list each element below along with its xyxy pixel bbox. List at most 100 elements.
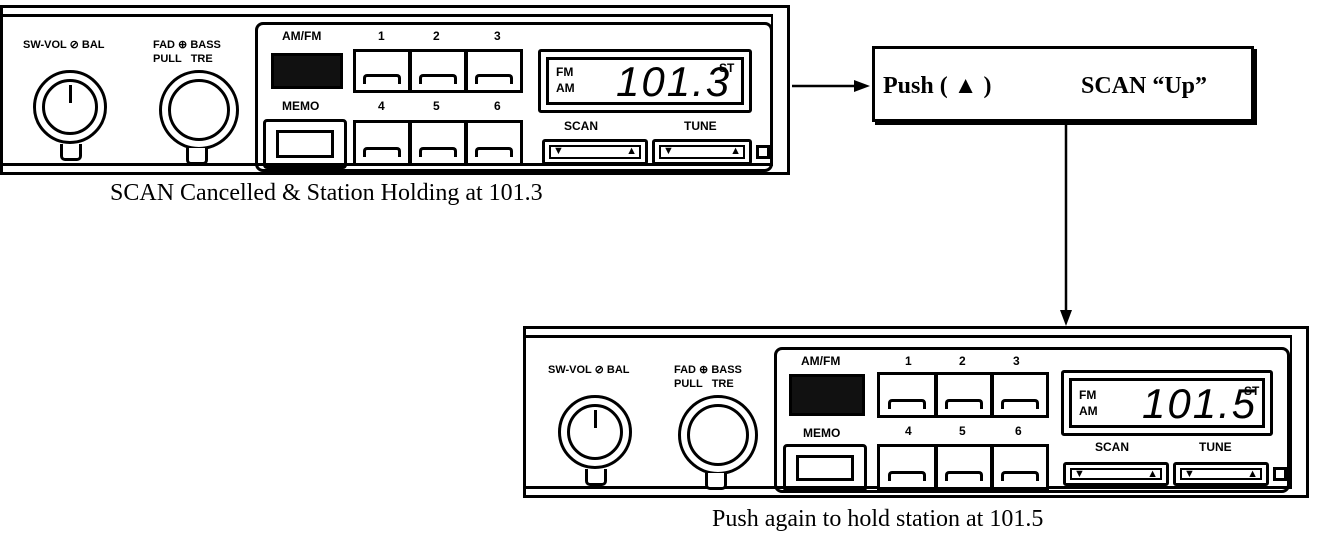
volume-knob-indicator — [69, 85, 72, 103]
memo-button[interactable] — [783, 444, 867, 492]
memo-label: MEMO — [282, 99, 320, 113]
tune-down-icon[interactable]: ▼ — [663, 145, 674, 157]
display-window — [546, 57, 744, 105]
tune-rocker[interactable]: ▼ ▲ — [1173, 462, 1269, 486]
amfm-button[interactable] — [789, 374, 865, 416]
preset-5-button[interactable] — [935, 444, 993, 490]
pull-tre-label: PULL TRE — [153, 53, 213, 65]
stereo-indicator: ST — [719, 61, 735, 75]
stereo-indicator: ST — [1244, 384, 1260, 398]
band-fm: FM — [1079, 388, 1097, 402]
callout-box: Push ( ▲ ) SCAN “Up” — [872, 46, 1254, 122]
caption-bottom: Push again to hold station at 101.5 — [712, 506, 1044, 532]
volume-knob[interactable] — [558, 395, 632, 469]
memo-label: MEMO — [803, 426, 841, 440]
scan-down-icon[interactable]: ▼ — [1074, 468, 1085, 480]
preset-4-nub — [363, 147, 401, 157]
preset-3-label: 3 — [1013, 354, 1020, 368]
preset-3-nub — [475, 74, 513, 84]
tune-rocker-face — [1180, 468, 1262, 480]
volume-knob[interactable] — [33, 70, 107, 144]
frequency-readout: 101.5 — [1142, 380, 1258, 427]
tune-rocker-face — [659, 145, 745, 159]
preset-4-button[interactable] — [877, 444, 937, 490]
preset-2-nub — [945, 399, 983, 409]
scan-rocker-face — [1070, 468, 1162, 480]
scan-rocker[interactable]: ▼ ▲ — [1063, 462, 1169, 486]
preset-1-label: 1 — [905, 354, 912, 368]
scan-label: SCAN — [1095, 440, 1130, 454]
preset-3-button[interactable] — [465, 49, 523, 93]
vol-bal-label: SW-VOL ⊘ BAL — [23, 39, 105, 51]
preset-3-button[interactable] — [991, 372, 1049, 418]
tune-down-icon[interactable]: ▼ — [1184, 468, 1195, 480]
preset-5-nub — [419, 147, 457, 157]
tune-up-icon[interactable]: ▲ — [1247, 468, 1258, 480]
frequency-display: FM AM 101.3 ST — [538, 49, 752, 113]
preset-5-label: 5 — [959, 424, 966, 438]
preset-4-nub — [887, 471, 927, 481]
preset-1-nub — [363, 74, 401, 84]
preset-2-button[interactable] — [409, 49, 467, 93]
scan-rocker-face — [549, 145, 641, 159]
tune-up-icon[interactable]: ▲ — [730, 145, 741, 157]
memo-button[interactable] — [263, 119, 347, 169]
preset-5-nub — [945, 471, 983, 481]
scan-up-icon[interactable]: ▲ — [1147, 468, 1158, 480]
scan-rocker[interactable]: ▼ ▲ — [542, 139, 648, 165]
preset-4-label: 4 — [905, 424, 912, 438]
volume-knob-ring — [567, 404, 623, 460]
tune-rocker[interactable]: ▼ ▲ — [652, 139, 752, 165]
memo-button-face — [276, 130, 334, 158]
fader-bass-knob-stem — [186, 148, 208, 165]
control-panel: AM/FM 1 2 3 MEMO 4 5 6 FM AM 101.3 ST SC… — [255, 22, 773, 172]
tune-label: TUNE — [684, 119, 717, 133]
display-window — [1069, 378, 1265, 428]
callout-push-text: Push ( ▲ ) — [883, 73, 992, 99]
scan-down-icon[interactable]: ▼ — [553, 145, 564, 157]
amfm-label: AM/FM — [282, 29, 322, 43]
memo-button-face — [796, 455, 854, 481]
preset-2-label: 2 — [959, 354, 966, 368]
preset-2-label: 2 — [433, 29, 440, 43]
preset-2-button[interactable] — [935, 372, 993, 418]
preset-5-button[interactable] — [409, 120, 467, 166]
preset-6-label: 6 — [1015, 424, 1022, 438]
fader-bass-knob[interactable] — [678, 395, 758, 475]
preset-6-button[interactable] — [465, 120, 523, 166]
volume-knob-indicator — [594, 410, 597, 428]
preset-1-button[interactable] — [877, 372, 937, 418]
band-am: AM — [556, 81, 575, 95]
amfm-button[interactable] — [271, 53, 343, 89]
fader-bass-knob-stem — [705, 473, 727, 490]
radio-unit-bottom: SW-VOL ⊘ BAL FAD ⊕ BASS PULL TRE AM/FM 1… — [523, 326, 1309, 498]
volume-knob-ring — [42, 79, 98, 135]
callout-scan-text: SCAN “Up” — [1081, 73, 1208, 99]
arrow-head-bottom-radio — [1060, 310, 1072, 326]
caption-top: SCAN Cancelled & Station Holding at 101.… — [110, 180, 543, 206]
preset-3-label: 3 — [494, 29, 501, 43]
fad-bass-label: FAD ⊕ BASS — [153, 39, 221, 51]
preset-1-label: 1 — [378, 29, 385, 43]
frequency-readout: 101.3 — [616, 58, 732, 105]
preset-5-label: 5 — [433, 99, 440, 113]
preset-4-label: 4 — [378, 99, 385, 113]
radio-unit-top: SW-VOL ⊘ BAL FAD ⊕ BASS PULL TRE AM/FM 1… — [0, 5, 790, 175]
frequency-display: FM AM 101.5 ST — [1061, 370, 1273, 436]
fad-bass-label: FAD ⊕ BASS — [674, 364, 742, 376]
band-fm: FM — [556, 65, 574, 79]
preset-6-button[interactable] — [991, 444, 1049, 490]
arrow-head-callout — [854, 80, 870, 92]
preset-3-nub — [1001, 399, 1039, 409]
preset-4-button[interactable] — [353, 120, 411, 166]
preset-6-nub — [475, 147, 513, 157]
preset-1-nub — [887, 399, 927, 409]
band-am: AM — [1079, 404, 1098, 418]
preset-6-nub — [1001, 471, 1039, 481]
indicator-square — [1273, 467, 1287, 481]
fader-bass-knob-ring — [687, 404, 749, 466]
vol-bal-label: SW-VOL ⊘ BAL — [548, 364, 630, 376]
pull-tre-label: PULL TRE — [674, 378, 734, 390]
scan-up-icon[interactable]: ▲ — [626, 145, 637, 157]
